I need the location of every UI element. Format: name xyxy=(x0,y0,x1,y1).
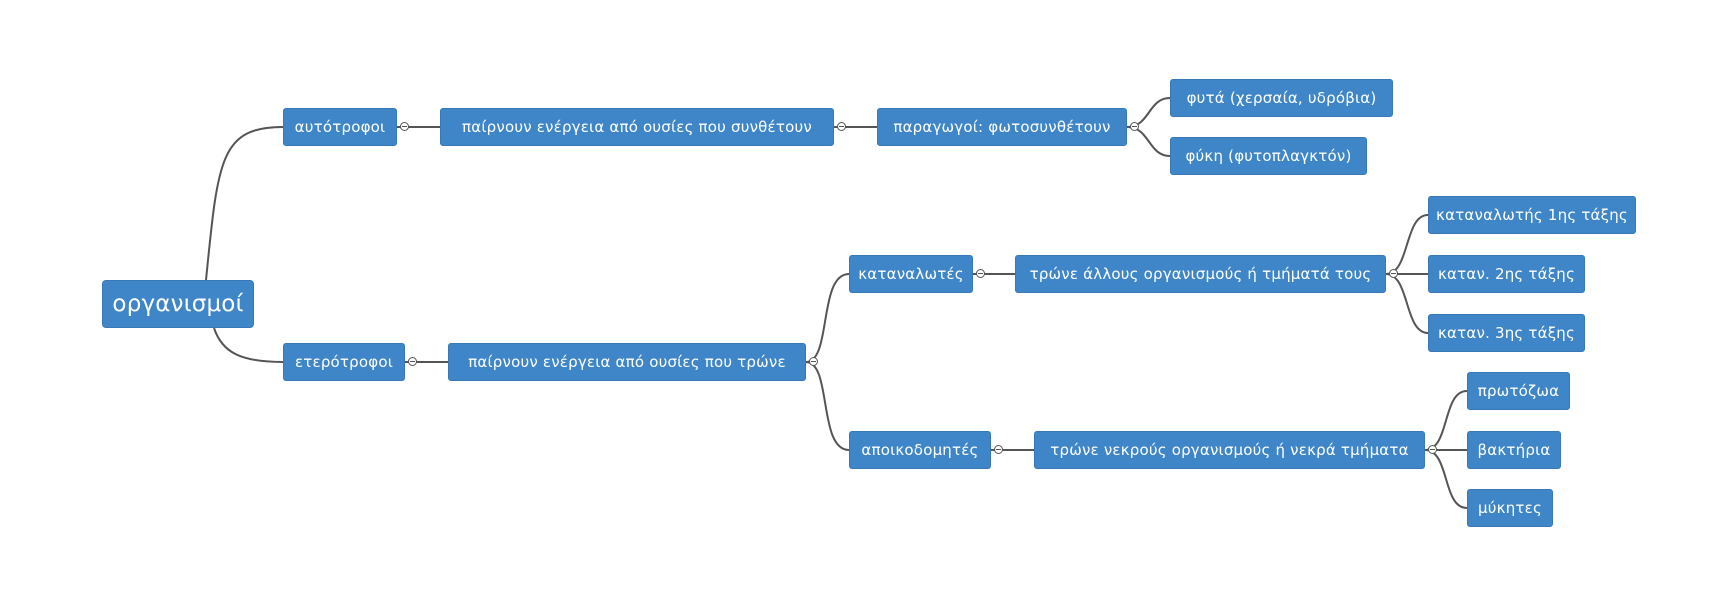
node-fyki[interactable]: φύκη (φυτοπλαγκτόν) xyxy=(1170,137,1367,175)
node-katanalotes-desc[interactable]: τρώνε άλλους οργανισμούς ή τμήματά τους xyxy=(1015,255,1386,293)
node-protozoa[interactable]: πρωτόζωα xyxy=(1467,372,1570,410)
collapse-paragogoi-icon[interactable] xyxy=(1130,122,1139,131)
collapse-autotrofoi-icon[interactable] xyxy=(400,122,409,131)
node-vaktiria[interactable]: βακτήρια xyxy=(1467,431,1561,469)
connector-root-eterotrofoi xyxy=(213,327,284,363)
connector-energy-katanalotes xyxy=(805,273,850,363)
connector-root-autotrofoi xyxy=(205,126,284,281)
node-root[interactable]: οργανισμοί xyxy=(102,280,254,328)
collapse-katanalotes-icon[interactable] xyxy=(976,269,985,278)
node-katanalotis-1[interactable]: καταναλωτής 1ης τάξης xyxy=(1428,196,1636,234)
connector-desc-katan-3 xyxy=(1385,273,1429,334)
node-apoikodomites[interactable]: αποικοδομητές xyxy=(849,431,991,469)
node-autotrofoi[interactable]: αυτότροφοι xyxy=(283,108,397,146)
node-mykites[interactable]: μύκητες xyxy=(1467,489,1553,527)
collapse-eterotrofoi-energy-icon[interactable] xyxy=(809,357,818,366)
node-katan-2[interactable]: καταν. 2ης τάξης xyxy=(1428,255,1585,293)
node-paragogoi[interactable]: παραγωγοί: φωτοσυνθέτουν xyxy=(877,108,1127,146)
connector-desc-mykites xyxy=(1424,449,1468,509)
collapse-apoikodomites-desc-icon[interactable] xyxy=(1428,445,1437,454)
connector-energy-apoikodomites xyxy=(805,361,850,451)
node-autotrofoi-energy[interactable]: παίρνουν ενέργεια από ουσίες που συνθέτο… xyxy=(440,108,834,146)
node-fyta[interactable]: φυτά (χερσαία, υδρόβια) xyxy=(1170,79,1393,117)
node-apoikodomites-desc[interactable]: τρώνε νεκρούς οργανισμούς ή νεκρά τμήματ… xyxy=(1034,431,1425,469)
collapse-eterotrofoi-icon[interactable] xyxy=(408,357,417,366)
collapse-apoikodomites-icon[interactable] xyxy=(994,445,1003,454)
node-katanalotes[interactable]: καταναλωτές xyxy=(849,255,973,293)
collapse-katanalotes-desc-icon[interactable] xyxy=(1389,269,1398,278)
connector-desc-katanalotis-1 xyxy=(1385,214,1429,275)
node-eterotrofoi-energy[interactable]: παίρνουν ενέργεια από ουσίες που τρώνε xyxy=(448,343,806,381)
node-eterotrofoi[interactable]: ετερότροφοι xyxy=(283,343,405,381)
connector-desc-protozoa xyxy=(1424,390,1468,451)
node-katan-3[interactable]: καταν. 3ης τάξης xyxy=(1428,314,1585,352)
collapse-autotrofoi-energy-icon[interactable] xyxy=(837,122,846,131)
connector-paragogoi-fyki xyxy=(1126,126,1171,157)
